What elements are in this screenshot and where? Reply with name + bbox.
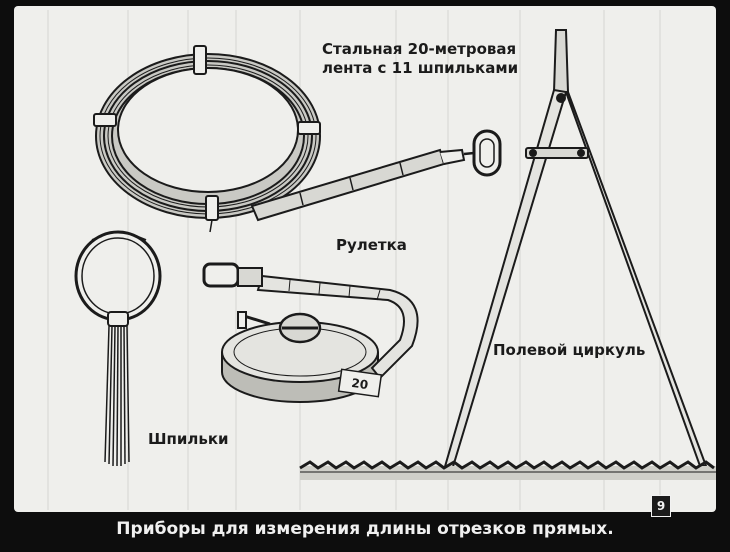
ground-illustration (299, 460, 716, 480)
steel-tape-illustration (93, 45, 502, 233)
steel-tape-label: Стальная 20-метровая лента с 11 шпилькам… (322, 40, 518, 78)
roulette-marking: 20 (351, 376, 369, 392)
steel-tape-label-line2: лента с 11 шпильками (322, 59, 519, 77)
roulette-label: Рулетка (336, 236, 407, 254)
slide-caption: Приборы для измерения длины отрезков пря… (116, 519, 614, 539)
pins-illustration (74, 230, 162, 467)
frame-number-badge: 9 (651, 495, 671, 517)
roulette-illustration (202, 262, 419, 403)
field-compass-label: Полевой циркуль (493, 341, 646, 359)
steel-tape-label-line1: Стальная 20-метровая (322, 40, 517, 58)
pins-label: Шпильки (148, 430, 229, 448)
field-compass-illustration (442, 29, 708, 471)
